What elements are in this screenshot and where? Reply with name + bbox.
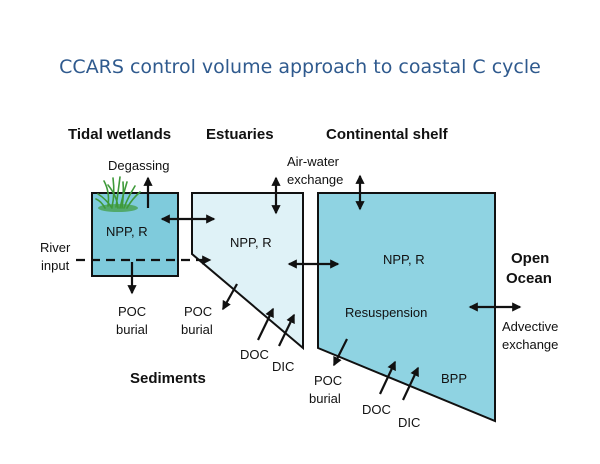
label-air-water-line1: Air-water: [287, 154, 340, 169]
label-advective-line1: Advective: [502, 319, 558, 334]
label-air-water-line2: exchange: [287, 172, 343, 187]
label-river-line2: input: [41, 258, 70, 273]
diagram-title: CCARS control volume approach to coastal…: [59, 56, 541, 78]
label-shelf-npp: NPP, R: [383, 252, 425, 267]
label-wetland-npp: NPP, R: [106, 224, 148, 239]
label-estuary-poc: POC: [184, 304, 212, 319]
estuary-box: [191, 192, 304, 351]
label-shelf-poc: POC: [314, 373, 342, 388]
shelf-dic-arrow: [402, 366, 419, 401]
continental-shelf-box: [317, 192, 496, 423]
label-wetland-poc: POC: [118, 304, 146, 319]
label-estuary-npp: NPP, R: [230, 235, 272, 250]
shelf-burial-arrow: [333, 338, 348, 367]
header-continental-shelf: Continental shelf: [326, 126, 449, 143]
label-estuary-dic: DIC: [272, 359, 294, 374]
header-sediments: Sediments: [130, 370, 206, 387]
header-estuaries: Estuaries: [206, 126, 274, 143]
label-resuspension: Resuspension: [345, 305, 427, 320]
label-degassing: Degassing: [108, 158, 169, 173]
label-shelf-dic: DIC: [398, 415, 420, 430]
label-estuary-doc: DOC: [240, 347, 269, 362]
estuary-dic-arrow: [278, 313, 295, 347]
estuary-doc-arrow: [257, 307, 274, 341]
shelf-doc-arrow: [379, 360, 396, 395]
header-open-ocean-line2: Ocean: [506, 270, 552, 287]
header-open-ocean-line1: Open: [511, 250, 549, 267]
label-river-line1: River: [40, 240, 71, 255]
label-shelf-burial: burial: [309, 391, 341, 406]
label-bpp: BPP: [441, 371, 467, 386]
label-advective-line2: exchange: [502, 337, 558, 352]
label-estuary-burial: burial: [181, 322, 213, 337]
label-shelf-doc: DOC: [362, 402, 391, 417]
estuary-burial-arrow: [222, 283, 238, 311]
header-tidal-wetlands: Tidal wetlands: [68, 126, 171, 143]
label-wetland-burial: burial: [116, 322, 148, 337]
